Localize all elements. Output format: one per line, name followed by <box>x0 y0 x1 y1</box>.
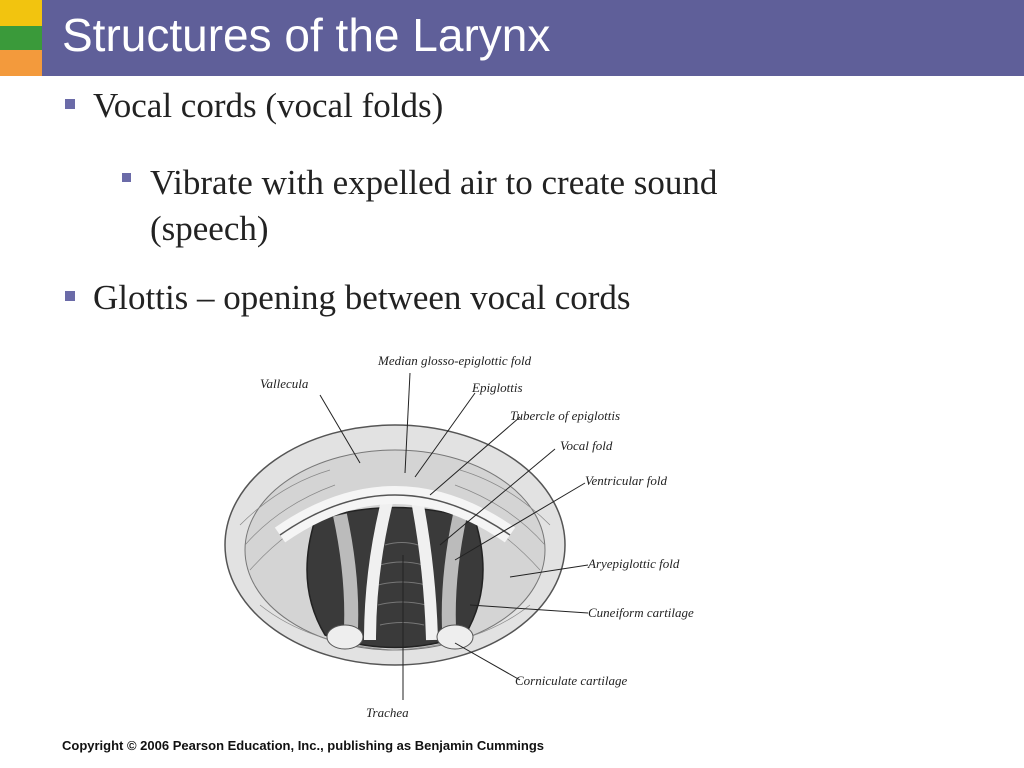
label-vocal-fold: Vocal fold <box>560 438 613 453</box>
accent-yellow-block <box>0 0 42 26</box>
copyright-notice: Copyright © 2006 Pearson Education, Inc.… <box>62 738 544 753</box>
sub-bullet-text: Vibrate with expelled air to create soun… <box>150 163 718 248</box>
label-ventricular-fold: Ventricular fold <box>585 473 667 488</box>
accent-green-block <box>0 26 42 50</box>
label-aryepiglottic-fold: Aryepiglottic fold <box>587 556 680 571</box>
slide-title: Structures of the Larynx <box>62 9 551 61</box>
accent-orange-block <box>0 50 42 76</box>
bullet-square-icon <box>65 99 75 109</box>
bullet-text: Vocal cords (vocal folds) <box>93 86 444 125</box>
label-corniculate-cartilage: Corniculate cartilage <box>515 673 628 688</box>
label-median-fold: Median glosso-epiglottic fold <box>377 353 532 368</box>
larynx-illustration: Median glosso-epiglottic fold Vallecula … <box>224 353 694 720</box>
label-epiglottis: Epiglottis <box>471 380 523 395</box>
title-bar: Structures of the Larynx <box>42 0 1024 76</box>
label-tubercle: Tubercle of epiglottis <box>510 408 620 423</box>
label-cuneiform-cartilage: Cuneiform cartilage <box>588 605 694 620</box>
bullet-square-icon <box>65 291 75 301</box>
bullet-text: Glottis – opening between vocal cords <box>93 278 631 317</box>
bullet-square-icon <box>122 173 131 182</box>
label-trachea: Trachea <box>366 705 409 720</box>
label-vallecula: Vallecula <box>260 376 309 391</box>
